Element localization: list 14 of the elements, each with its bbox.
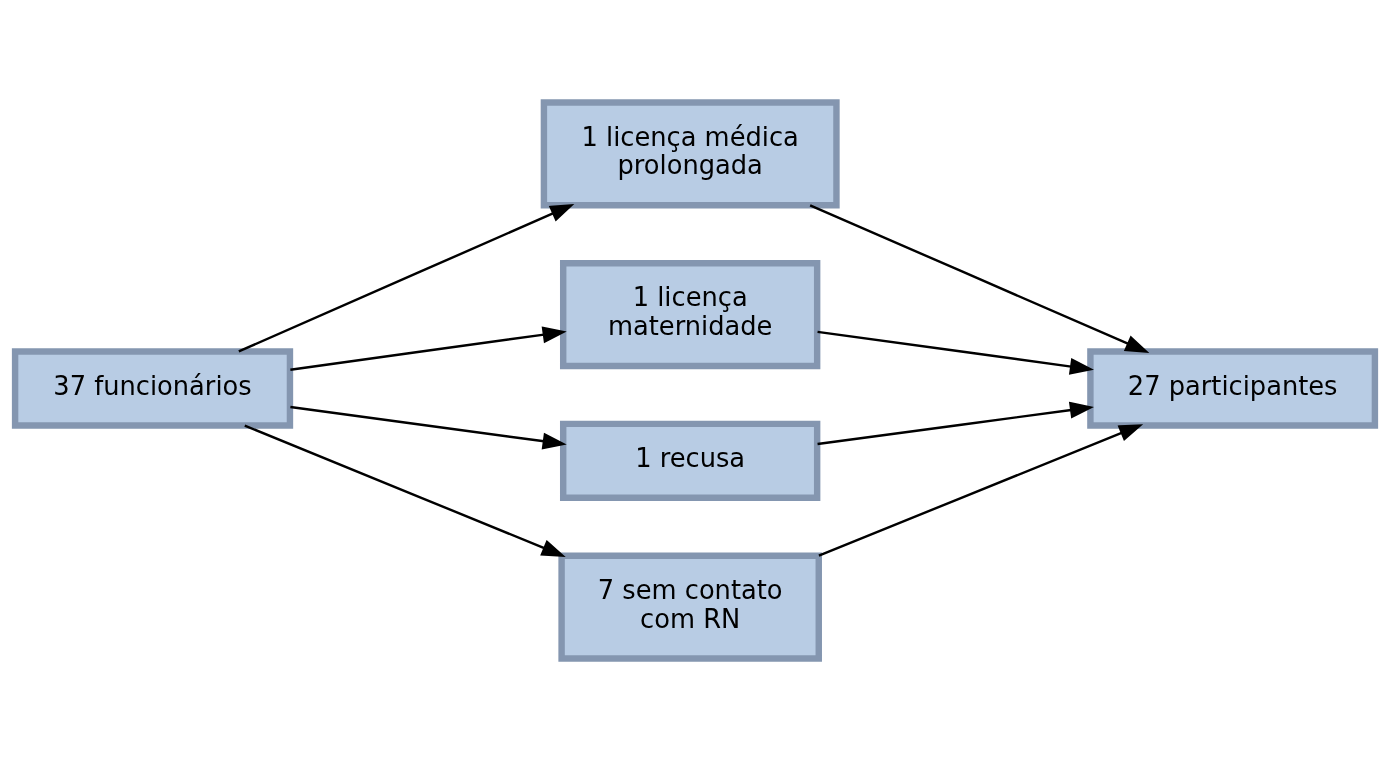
node-box: 1 licença médica prolongada [540,98,840,208]
node-box: 1 licença maternidade [560,259,821,369]
node-box: 1 recusa [560,420,821,501]
arrow [238,203,575,352]
arrow [244,424,566,557]
arrow [290,325,567,371]
node-box: 7 sem contato com RN [558,552,822,662]
node-box: 37 funcionários [11,347,294,429]
arrow [817,330,1094,375]
arrow [290,405,567,449]
arrow [817,401,1094,445]
arrow [809,203,1150,353]
node-box: 27 participantes [1087,347,1379,429]
arrow [818,423,1144,557]
